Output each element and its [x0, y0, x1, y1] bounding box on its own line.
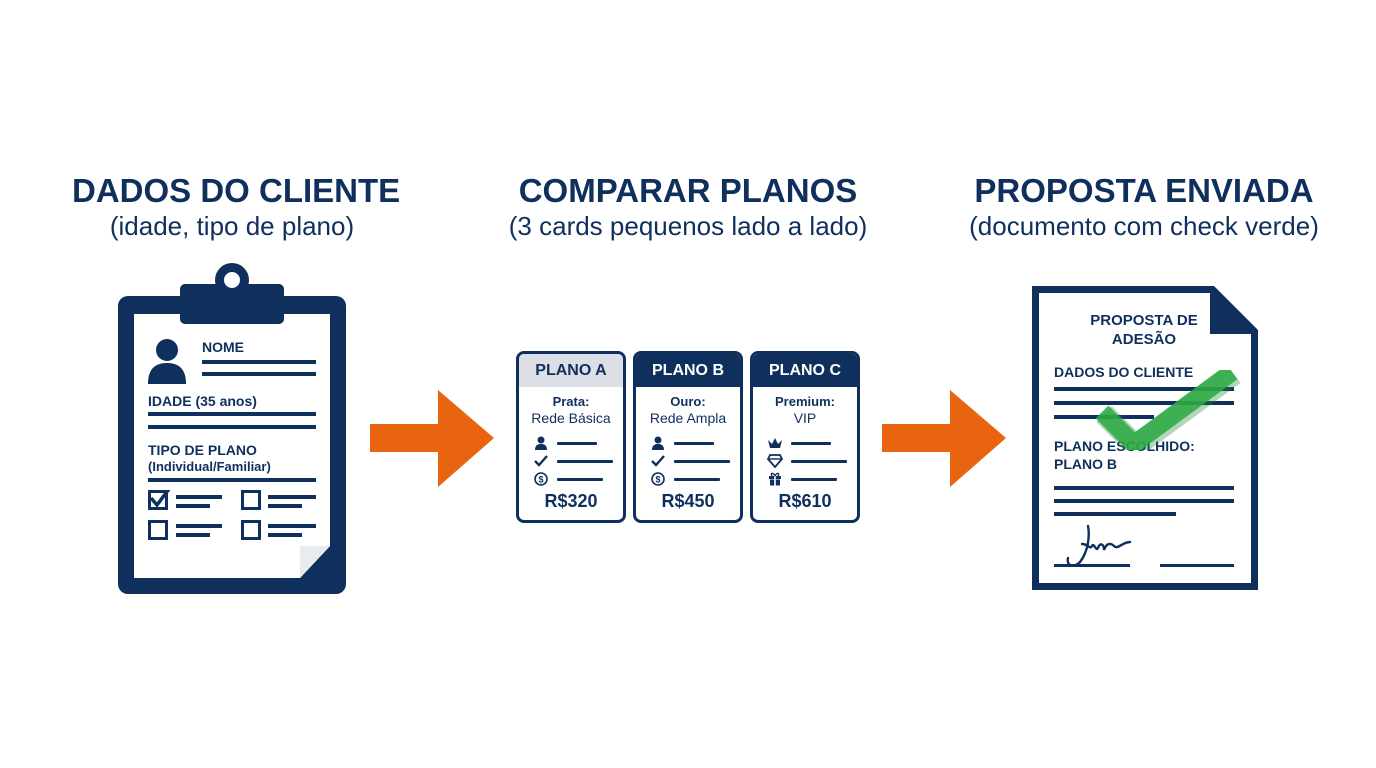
- text-line: [1054, 387, 1234, 391]
- step-3-title: PROPOSTA ENVIADA: [974, 172, 1314, 209]
- age-label: IDADE (35 anos): [148, 393, 257, 409]
- feature-line: [557, 441, 597, 445]
- text-line: [1054, 486, 1234, 490]
- feature-line: [791, 477, 837, 481]
- arrow-right-icon: [370, 390, 494, 487]
- age-line: [148, 412, 316, 416]
- check-icon: [533, 454, 549, 468]
- feature-line: [557, 459, 613, 463]
- plan-card-a: PLANO A Prata: Rede Básica $ R$320: [516, 351, 626, 523]
- text-line: [1054, 499, 1234, 503]
- dollar-icon: $: [533, 472, 549, 486]
- date-line: [1160, 564, 1234, 567]
- plan-a-price: R$320: [544, 491, 598, 511]
- plan-type-options: (Individual/Familiar): [148, 459, 271, 474]
- step-1-subtitle: (idade, tipo de plano): [109, 211, 355, 241]
- plan-b-price: R$450: [661, 491, 715, 511]
- feature-line: [557, 477, 603, 481]
- green-check-icon: [1095, 370, 1241, 450]
- svg-text:$: $: [538, 475, 543, 485]
- plan-a-header: PLANO A: [519, 354, 623, 387]
- plan-b-tier: Ouro:: [670, 394, 706, 409]
- name-line: [202, 372, 316, 376]
- step-1-title: DADOS DO CLIENTE: [72, 172, 401, 209]
- gift-icon: [767, 472, 783, 486]
- plan-card-c: PLANO C Premium: VIP R$610: [750, 351, 860, 523]
- plan-c-network: VIP: [793, 410, 817, 426]
- text-line: [1054, 401, 1234, 405]
- step-2-subtitle: (3 cards pequenos lado a lado): [508, 211, 868, 241]
- user-icon: [650, 436, 666, 450]
- dollar-icon: $: [650, 472, 666, 486]
- plan-type-label: TIPO DE PLANO: [148, 442, 257, 458]
- plan-c-price: R$610: [778, 491, 832, 511]
- arrow-right-icon: [882, 390, 1006, 487]
- feature-line: [674, 459, 730, 463]
- name-line: [202, 360, 316, 364]
- crown-icon: [767, 436, 783, 450]
- signature-icon: [1066, 524, 1132, 567]
- age-line: [148, 425, 316, 429]
- chosen-plan-value: PLANO B: [1054, 456, 1117, 472]
- signature-line: [1054, 564, 1130, 567]
- plan-c-tier: Premium:: [775, 394, 835, 409]
- plan-type-line: [148, 478, 316, 482]
- proposal-document: PROPOSTA DE ADESÃO DADOS DO CLIENTE PLAN…: [1030, 284, 1260, 592]
- clipboard-icon: NOME IDADE (35 anos) TIPO DE PLANO (Indi…: [116, 262, 348, 596]
- text-line: [1054, 512, 1176, 516]
- plan-c-header: PLANO C: [753, 354, 857, 387]
- plan-a-tier: Prata:: [552, 394, 590, 409]
- checkbox-group: [148, 490, 316, 540]
- check-icon: [650, 454, 666, 468]
- name-label: NOME: [202, 339, 244, 355]
- feature-line: [791, 441, 831, 445]
- person-icon: [148, 339, 186, 384]
- plan-a-network: Rede Básica: [531, 410, 611, 426]
- diamond-icon: [767, 454, 783, 468]
- plan-card-b: PLANO B Ouro: Rede Ampla $ R$450: [633, 351, 743, 523]
- plan-b-network: Rede Ampla: [649, 410, 727, 426]
- client-data-label: DADOS DO CLIENTE: [1054, 364, 1194, 380]
- step-2-title: COMPARAR PLANOS: [518, 172, 858, 209]
- step-3-subtitle: (documento com check verde): [969, 211, 1319, 241]
- proposal-title-line2: ADESÃO: [1111, 331, 1177, 348]
- feature-line: [791, 459, 847, 463]
- svg-text:$: $: [655, 475, 660, 485]
- feature-line: [674, 477, 720, 481]
- user-icon: [533, 436, 549, 450]
- feature-line: [674, 441, 714, 445]
- plan-b-header: PLANO B: [636, 354, 740, 387]
- proposal-title-line1: PROPOSTA DE: [1090, 312, 1198, 329]
